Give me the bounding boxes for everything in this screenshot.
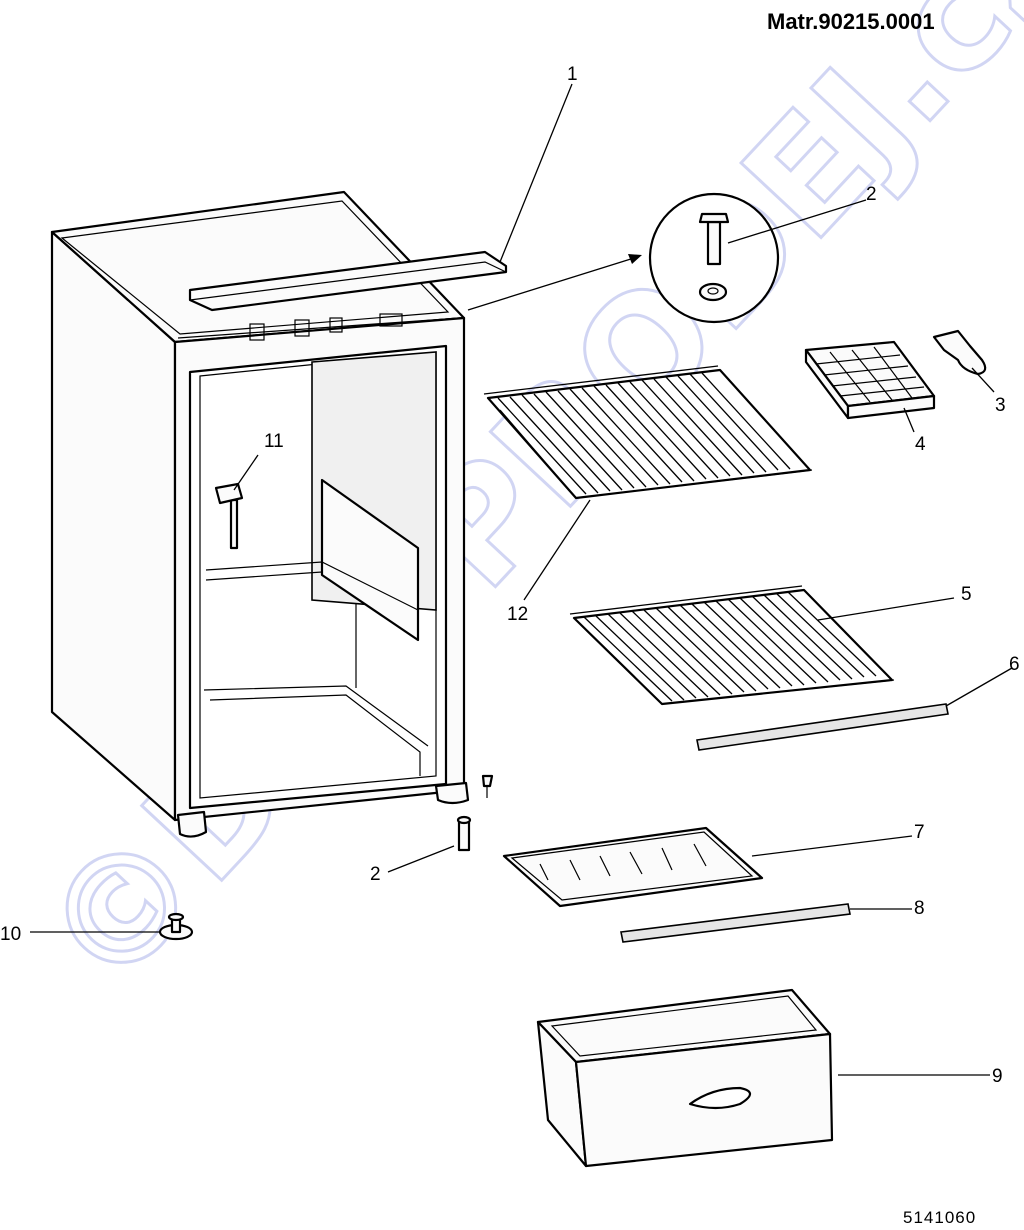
callout-7: 7 <box>914 822 925 843</box>
part-2-hinge-pin-detail <box>648 192 780 324</box>
callout-5: 5 <box>961 584 972 605</box>
cabinet-foot-right <box>434 781 470 805</box>
part-8-front-strip <box>620 903 851 943</box>
callout-2-bottom: 2 <box>370 864 381 885</box>
cabinet-foot-left <box>176 810 208 838</box>
part-2-hinge-pin <box>456 774 494 852</box>
callout-2-top: 2 <box>866 184 877 205</box>
part-3-scraper <box>932 329 987 376</box>
part-11-thermostat <box>214 482 244 550</box>
callout-10: 10 <box>0 924 21 945</box>
part-10-adjustable-foot <box>158 912 194 941</box>
callout-numbers: 1 2 3 4 11 12 5 6 7 8 9 2 10 <box>0 64 1020 1087</box>
part-5-wire-shelf <box>569 585 895 706</box>
callout-12: 12 <box>507 604 528 625</box>
callout-6: 6 <box>1009 654 1020 675</box>
model-number: Matr.90215.0001 <box>767 9 935 34</box>
callout-11: 11 <box>264 431 284 452</box>
callout-8: 8 <box>914 898 925 919</box>
part-6-trim-strip <box>696 703 949 751</box>
part-12-wire-shelf <box>483 365 813 500</box>
part-9-crisper-drawer <box>536 988 834 1168</box>
leader-lines <box>30 83 1013 1076</box>
callout-3: 3 <box>995 395 1006 416</box>
callout-9: 9 <box>992 1066 1003 1087</box>
callout-1: 1 <box>567 64 578 85</box>
part-4-ice-tray <box>804 340 936 420</box>
part-7-glass-shelf <box>502 826 764 908</box>
callout-4: 4 <box>915 434 926 455</box>
drawing-number: 5141060 <box>903 1208 976 1227</box>
evaporator-box <box>320 478 420 642</box>
